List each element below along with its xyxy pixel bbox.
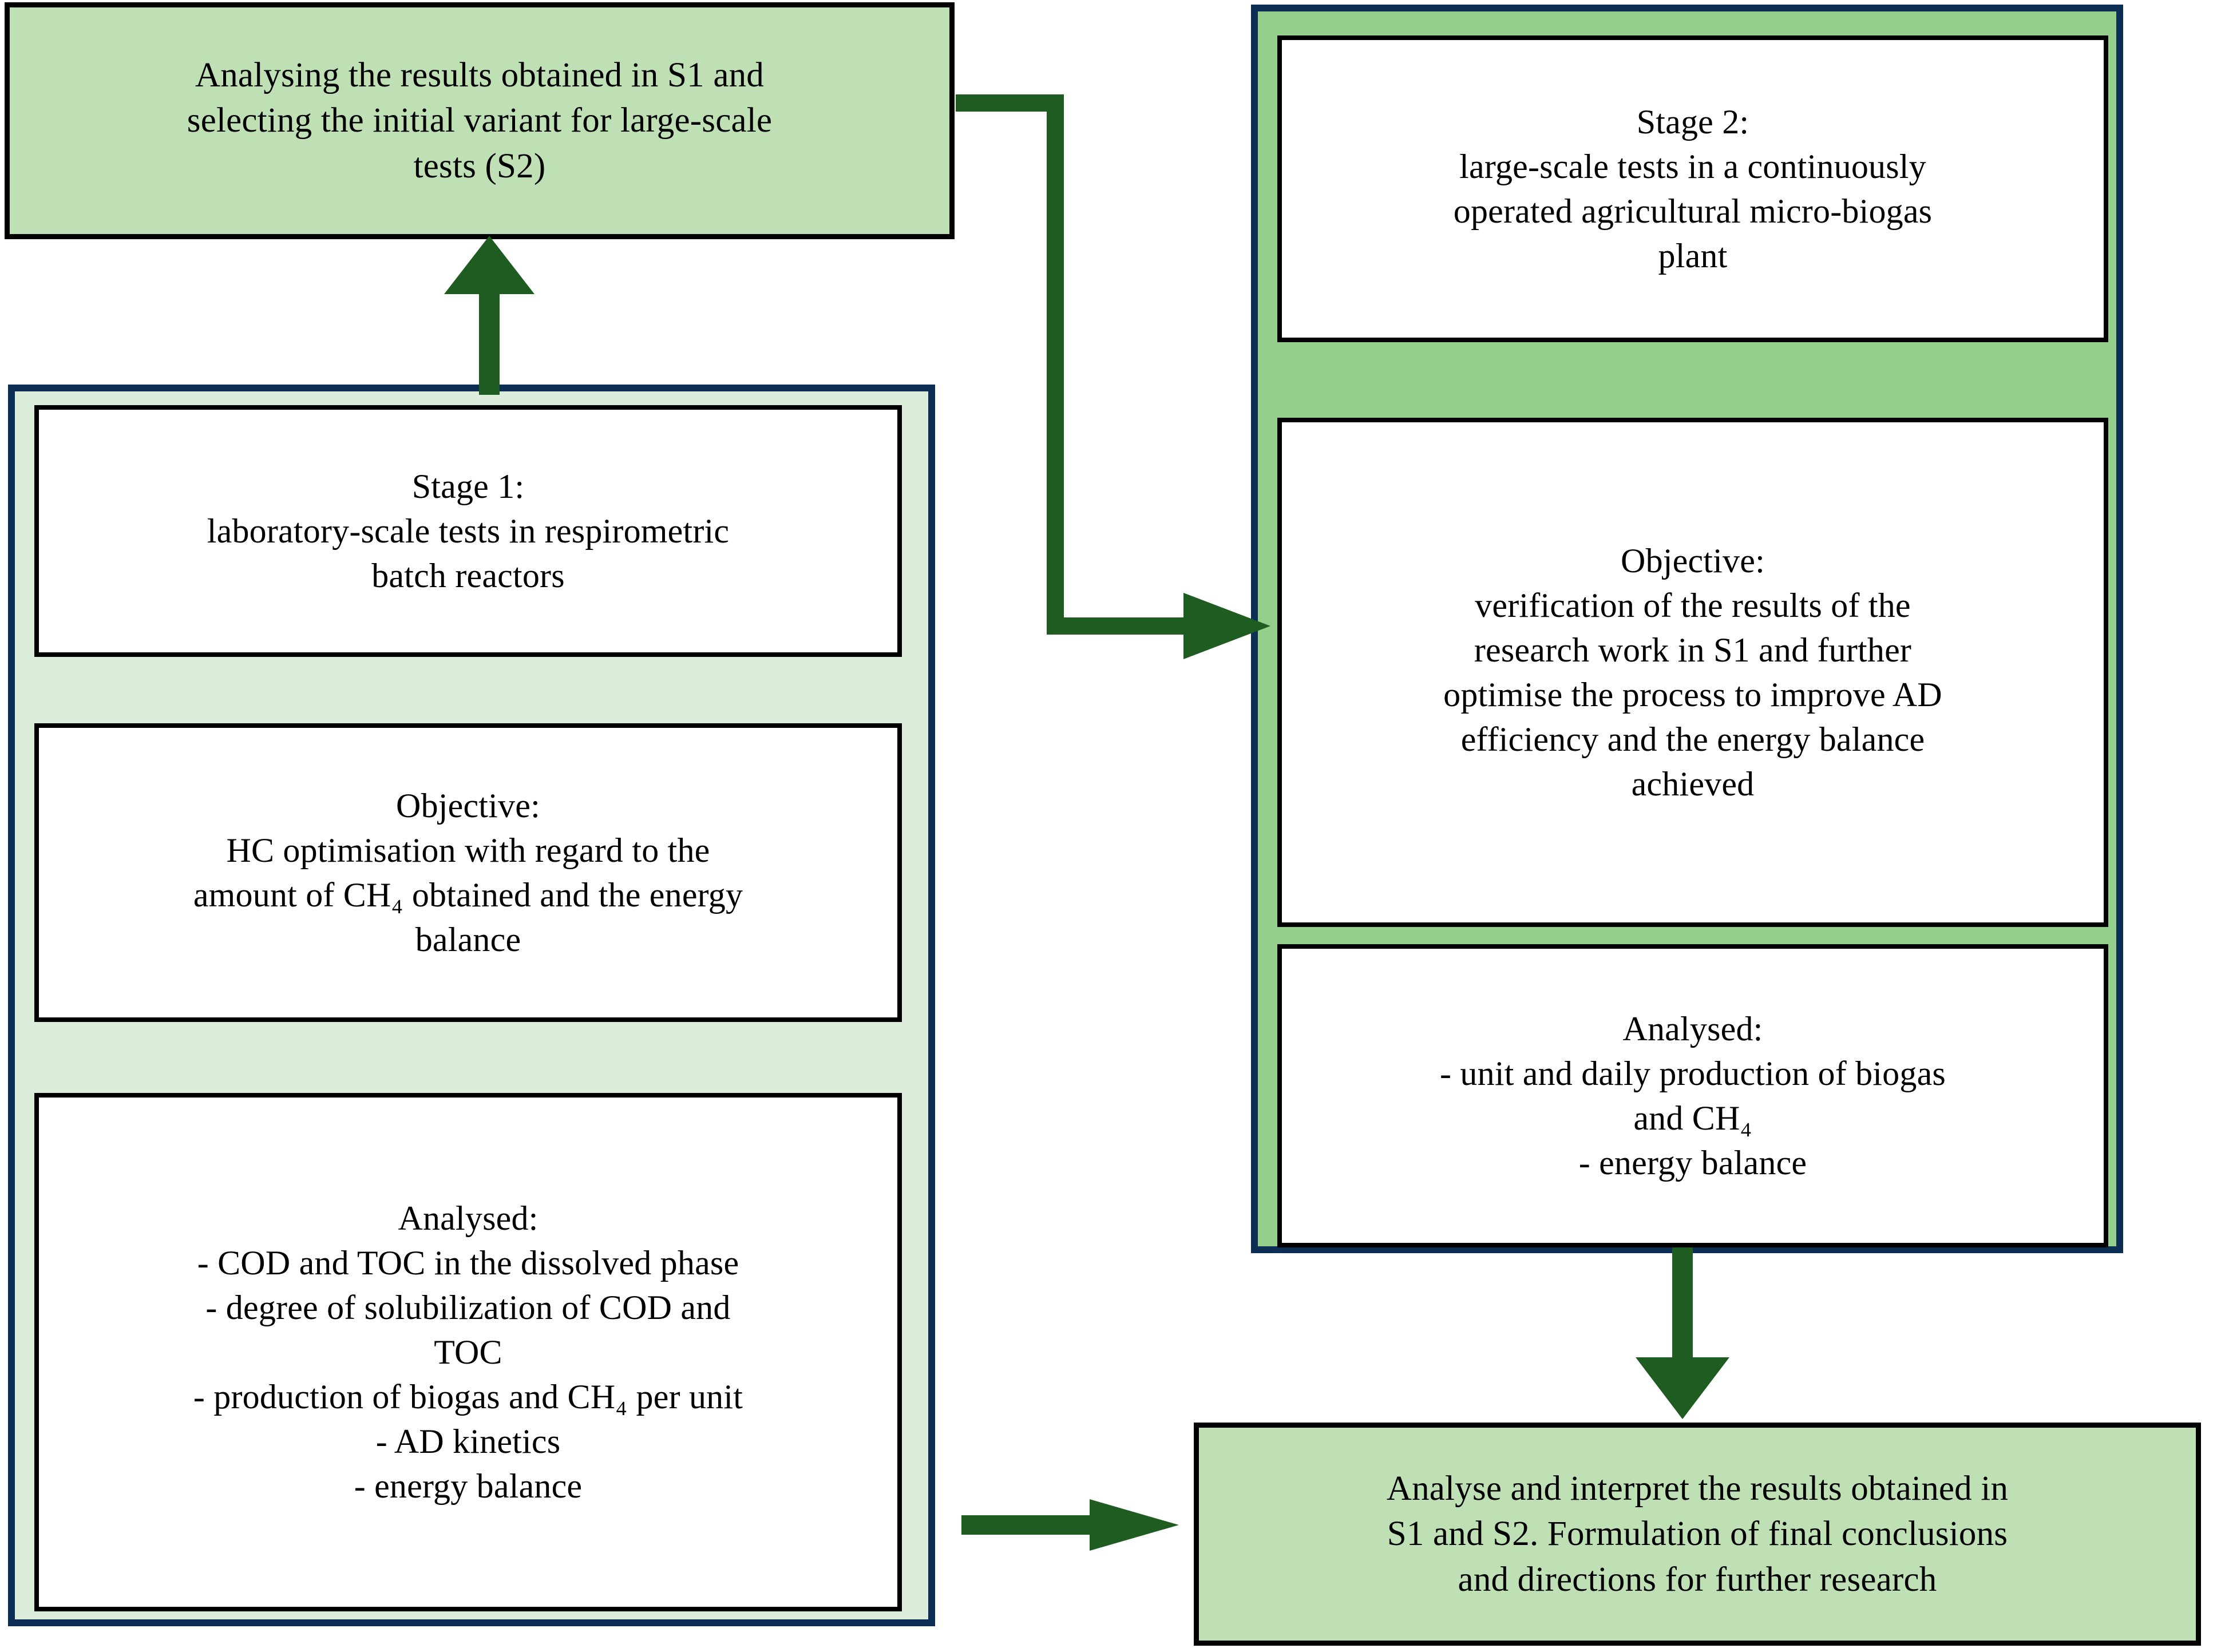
arrow-top-left-box-to-stage2 xyxy=(956,94,1270,659)
arrow-stage1-to-top-left-box xyxy=(444,236,535,395)
stage1-analysed-card: Analysed: - COD and TOC in the dissolved… xyxy=(34,1093,902,1611)
top-left-summary-box: Analysing the results obtained in S1 and… xyxy=(5,2,955,239)
stage1-title-text: Stage 1: laboratory-scale tests in respi… xyxy=(207,468,730,595)
stage2-analysed-text: Analysed: - unit and daily production of… xyxy=(1440,1010,1946,1182)
stage2-title-text: Stage 2: large-scale tests in a continuo… xyxy=(1453,103,1933,275)
conclusion-box: Analyse and interpret the results obtain… xyxy=(1194,1423,2201,1646)
stage1-container: Stage 1: laboratory-scale tests in respi… xyxy=(8,385,935,1626)
top-left-summary-text: Analysing the results obtained in S1 and… xyxy=(187,56,773,185)
stage1-title-card: Stage 1: laboratory-scale tests in respi… xyxy=(34,405,902,657)
arrow-stage2-to-conclusion xyxy=(1636,1247,1729,1419)
stage1-analysed-text: Analysed: - COD and TOC in the dissolved… xyxy=(193,1199,743,1505)
stage2-analysed-card: Analysed: - unit and daily production of… xyxy=(1277,944,2108,1247)
stage1-objective-card: Objective: HC optimisation with regard t… xyxy=(34,723,902,1022)
arrow-stage1-to-conclusion xyxy=(961,1499,1179,1551)
stage2-objective-text: Objective: verification of the results o… xyxy=(1443,542,1942,803)
stage2-container: Stage 2: large-scale tests in a continuo… xyxy=(1251,5,2123,1253)
stage1-objective-text: Objective: HC optimisation with regard t… xyxy=(193,787,743,958)
stage2-objective-card: Objective: verification of the results o… xyxy=(1277,418,2108,927)
conclusion-text: Analyse and interpret the results obtain… xyxy=(1386,1469,2009,1599)
stage2-title-card: Stage 2: large-scale tests in a continuo… xyxy=(1277,35,2108,342)
